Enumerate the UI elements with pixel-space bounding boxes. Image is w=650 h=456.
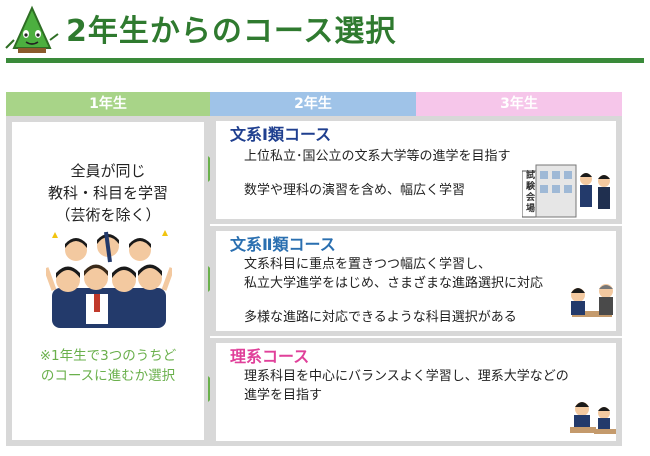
exam-hall-illustration bbox=[522, 164, 610, 218]
course-description-line-1: 理系科目を中心にバランスよく学習し、理系大学などの bbox=[244, 369, 569, 384]
mascot-icon bbox=[5, 5, 59, 53]
course-title: 文系Ⅰ類コース bbox=[230, 125, 332, 144]
course-panel-inner: 理系コース 理系科目を中心にバランスよく学習し、理系大学などの 進学を目指す bbox=[216, 343, 616, 441]
first-year-panel-inner bbox=[12, 122, 204, 440]
first-year-note-line-1: ※1年生で3つのうちど bbox=[39, 348, 177, 364]
course-title: 文系Ⅱ類コース bbox=[230, 235, 336, 254]
first-year-note: ※1年生で3つのうちど のコースに進むか選択 bbox=[12, 346, 204, 386]
students-cheering-illustration bbox=[46, 230, 172, 328]
course-panel-rikei: 理系コース 理系科目を中心にバランスよく学習し、理系大学などの 進学を目指す bbox=[210, 338, 622, 446]
course-description-line-2: 数学や理科の演習を含め、幅広く学習 bbox=[244, 183, 466, 198]
course-panel-bunkei-1: 文系Ⅰ類コース 上位私立･国公立の文系大学等の進学を目指す 数学や理科の演習を含… bbox=[210, 116, 622, 224]
first-year-note-line-2: のコースに進むか選択 bbox=[40, 368, 176, 384]
exam-hall-sign: 試験会場 bbox=[526, 171, 536, 214]
course-description-line-1: 文系科目に重点を置きつつ幅広く学習し、 bbox=[244, 257, 492, 272]
course-title: 理系コース bbox=[230, 347, 310, 366]
course-description-line-2: 進学を目指す bbox=[244, 388, 323, 403]
course-panel-inner: 文系Ⅱ類コース 文系科目に重点を置きつつ幅広く学習し、 私立大学進学をはじめ、さ… bbox=[216, 231, 616, 331]
course-description-line-2: 私立大学進学をはじめ、さまざまな進路選択に対応 bbox=[244, 276, 544, 291]
year-header-3: 3年生 bbox=[416, 92, 622, 116]
title-divider bbox=[6, 58, 644, 63]
course-panel-inner: 文系Ⅰ類コース 上位私立･国公立の文系大学等の進学を目指す 数学や理科の演習を含… bbox=[216, 121, 616, 219]
first-year-description: 全員が同じ 教科・科目を学習 （芸術を除く） bbox=[12, 160, 204, 226]
course-description-line-1: 上位私立･国公立の文系大学等の進学を目指す bbox=[244, 149, 511, 164]
consultation-illustration bbox=[571, 284, 613, 317]
classroom-illustration bbox=[570, 402, 616, 434]
course-description-line-3: 多様な進路に対応できるような科目選択がある bbox=[244, 310, 517, 325]
first-year-line-3: （芸術を除く） bbox=[55, 206, 161, 224]
first-year-line-1: 全員が同じ bbox=[70, 162, 146, 180]
course-panel-bunkei-2: 文系Ⅱ類コース 文系科目に重点を置きつつ幅広く学習し、 私立大学進学をはじめ、さ… bbox=[210, 226, 622, 336]
year-header-2: 2年生 bbox=[210, 92, 416, 116]
page-title: 2年生からのコース選択 bbox=[66, 14, 397, 49]
first-year-line-2: 教科・科目を学習 bbox=[47, 184, 168, 202]
year-header-1: 1年生 bbox=[6, 92, 210, 116]
